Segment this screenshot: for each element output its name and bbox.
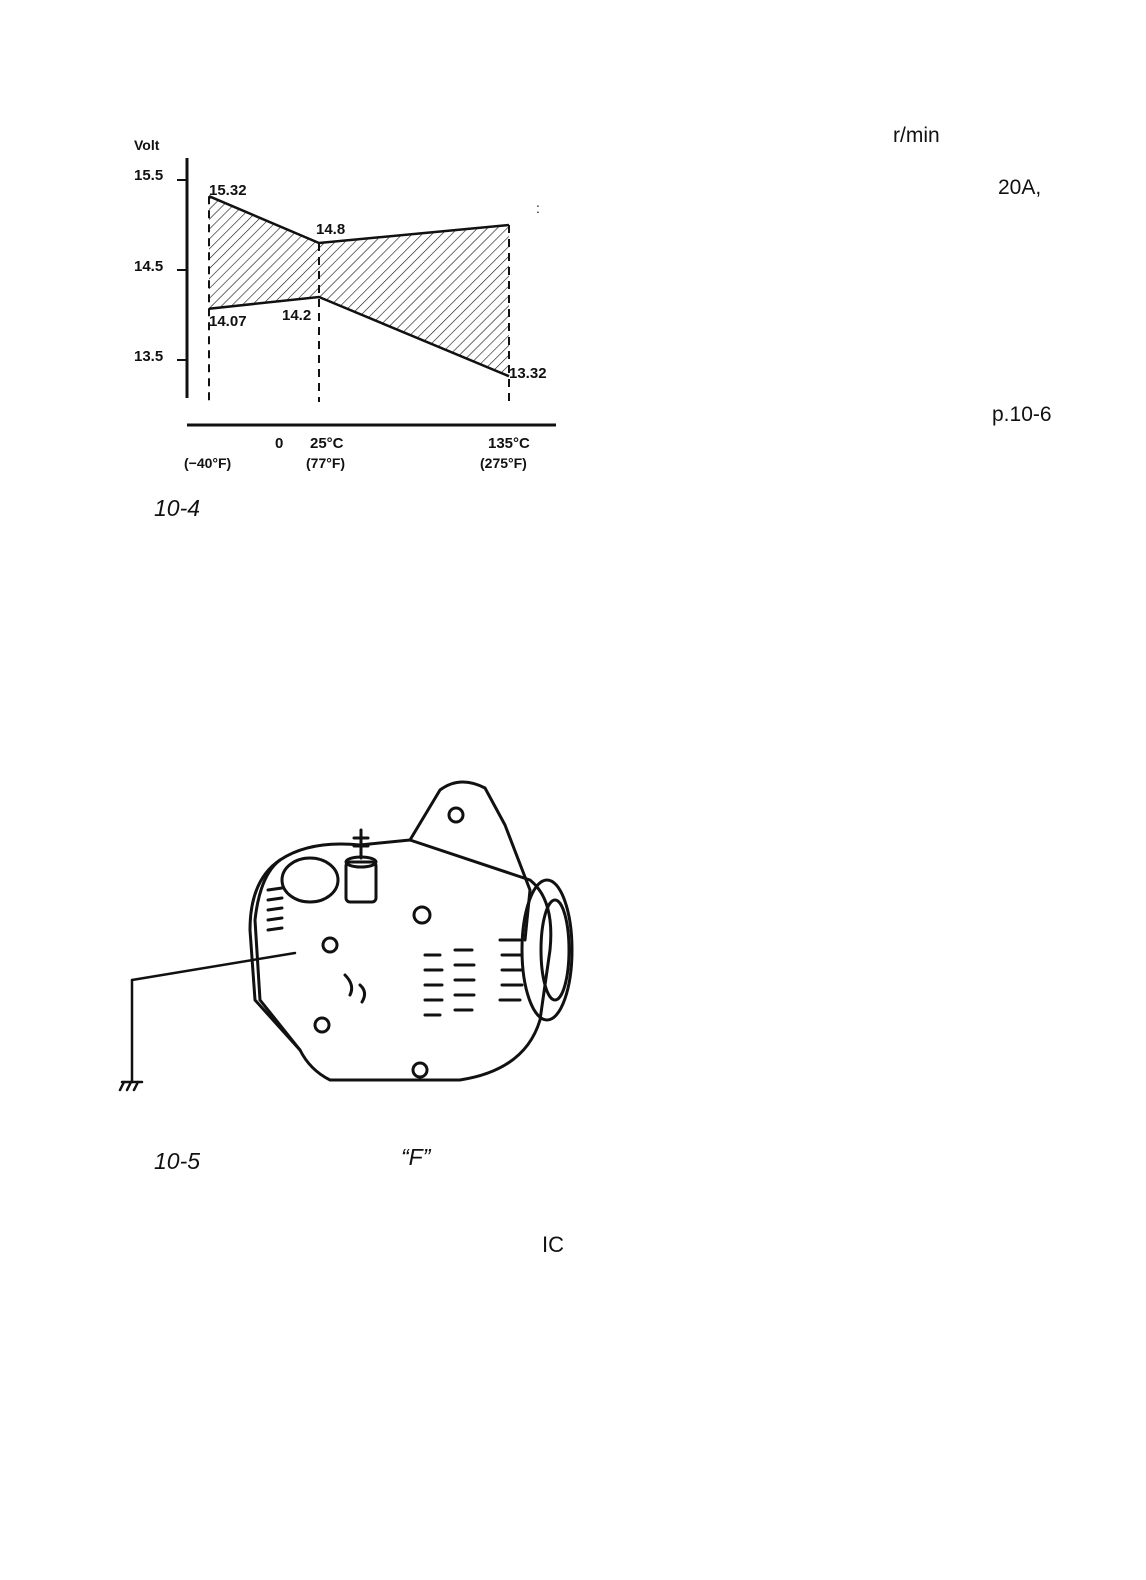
x-tick-sublabel: (−40°F) (184, 455, 231, 471)
x-tick-label: 25°C (310, 435, 344, 452)
y-tick-label: 15.5 (134, 167, 163, 184)
x-tick-label: 135°C (488, 435, 530, 452)
y-tick-label: 14.5 (134, 258, 163, 275)
current-text: 20A, (998, 176, 1041, 200)
data-label: 15.32 (209, 182, 247, 199)
figure-10-5-number: 10-5 (154, 1148, 200, 1175)
y-axis-label: Volt (134, 137, 160, 153)
data-label: 14.07 (209, 313, 247, 330)
data-label: 14.2 (282, 307, 311, 324)
speed-unit-text: r/min (893, 124, 940, 148)
x-tick-sublabel: (275°F) (480, 455, 527, 471)
page-reference: p.10-6 (992, 403, 1052, 427)
figure-10-5-label: “F” (401, 1144, 430, 1171)
data-label: 13.32 (509, 365, 547, 382)
figure-10-4-caption: 10-4 (154, 495, 200, 522)
alternator-illustration (110, 770, 590, 1100)
voltage-temperature-chart: Volt 15.5 14.5 13.5 15.32 14.8 14.07 14.… (120, 120, 580, 485)
x-tick-label: 0 (275, 435, 283, 452)
ic-text: IC (542, 1232, 564, 1258)
y-tick-label: 13.5 (134, 348, 163, 365)
data-label: 14.8 (316, 221, 345, 238)
x-tick-sublabel: (77°F) (306, 455, 345, 471)
hatched-area (209, 196, 509, 376)
